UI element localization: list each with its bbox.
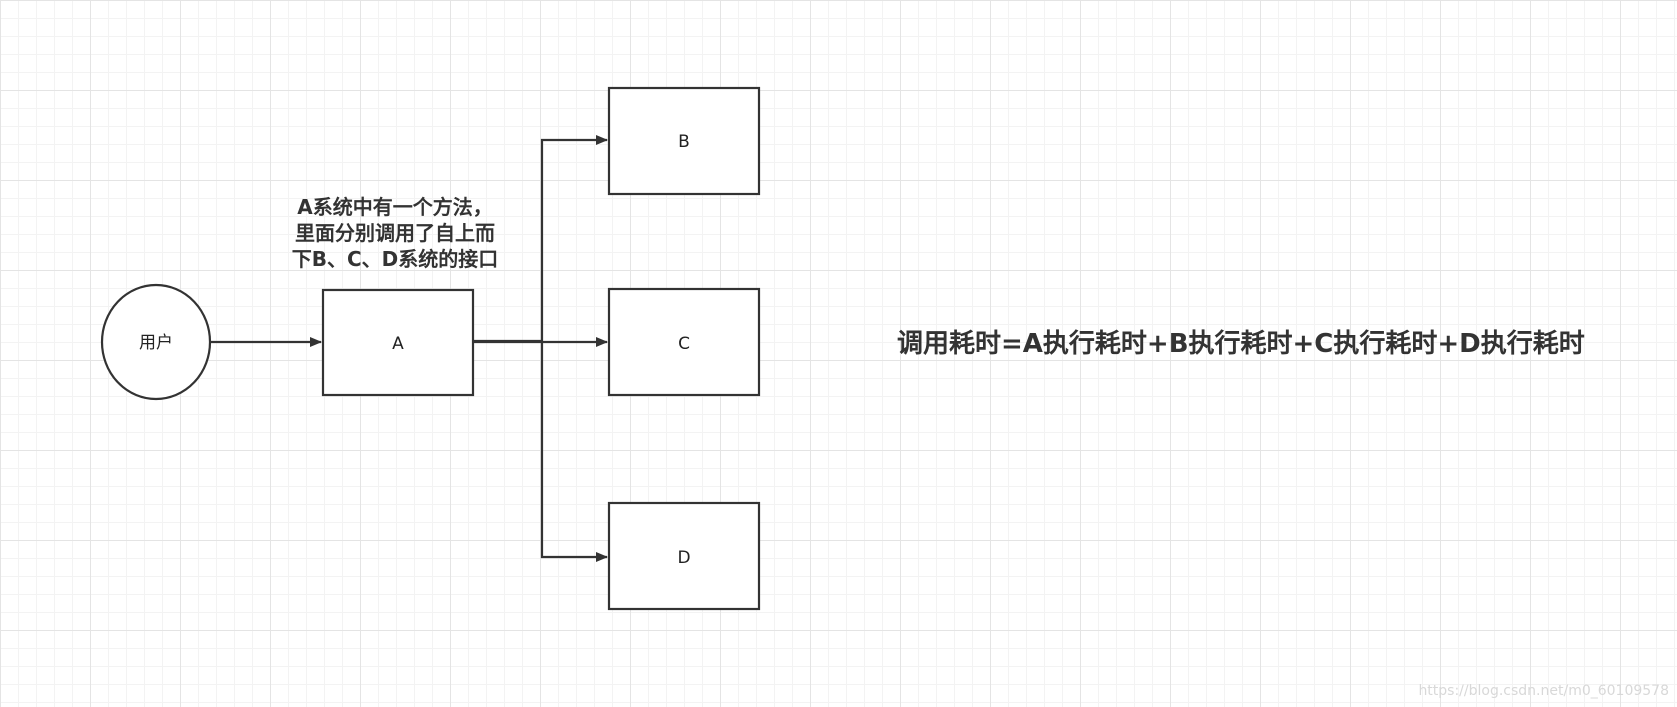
node-a-box xyxy=(321,288,475,397)
method-description: A系统中有一个方法， 里面分别调用了自上而 下B、C、D系统的接口 xyxy=(255,194,535,272)
edge-a-to-b xyxy=(540,135,608,341)
description-line-2: 里面分别调用了自上而 xyxy=(295,221,495,245)
node-d[interactable]: D xyxy=(607,501,761,611)
node-c[interactable]: C xyxy=(607,287,761,397)
node-b-box xyxy=(607,86,761,196)
watermark: https://blog.csdn.net/m0_60109578 xyxy=(1418,683,1669,699)
node-c-box xyxy=(607,287,761,397)
node-d-label: D xyxy=(677,548,690,568)
node-d-box xyxy=(607,501,761,611)
latency-formula: 调用耗时=A执行耗时+B执行耗时+C执行耗时+D执行耗时 xyxy=(897,329,1585,359)
node-a-label: A xyxy=(392,334,404,354)
user-label: 用户 xyxy=(139,333,173,353)
user-node[interactable]: 用户 xyxy=(100,283,212,401)
node-a[interactable]: A xyxy=(321,288,475,397)
node-b[interactable]: B xyxy=(607,86,761,196)
edge-a-to-d xyxy=(540,341,608,562)
description-line-3: 下B、C、D系统的接口 xyxy=(291,247,499,271)
node-b-label: B xyxy=(678,132,690,152)
description-line-1: A系统中有一个方法， xyxy=(297,195,493,219)
node-c-label: C xyxy=(678,334,690,354)
